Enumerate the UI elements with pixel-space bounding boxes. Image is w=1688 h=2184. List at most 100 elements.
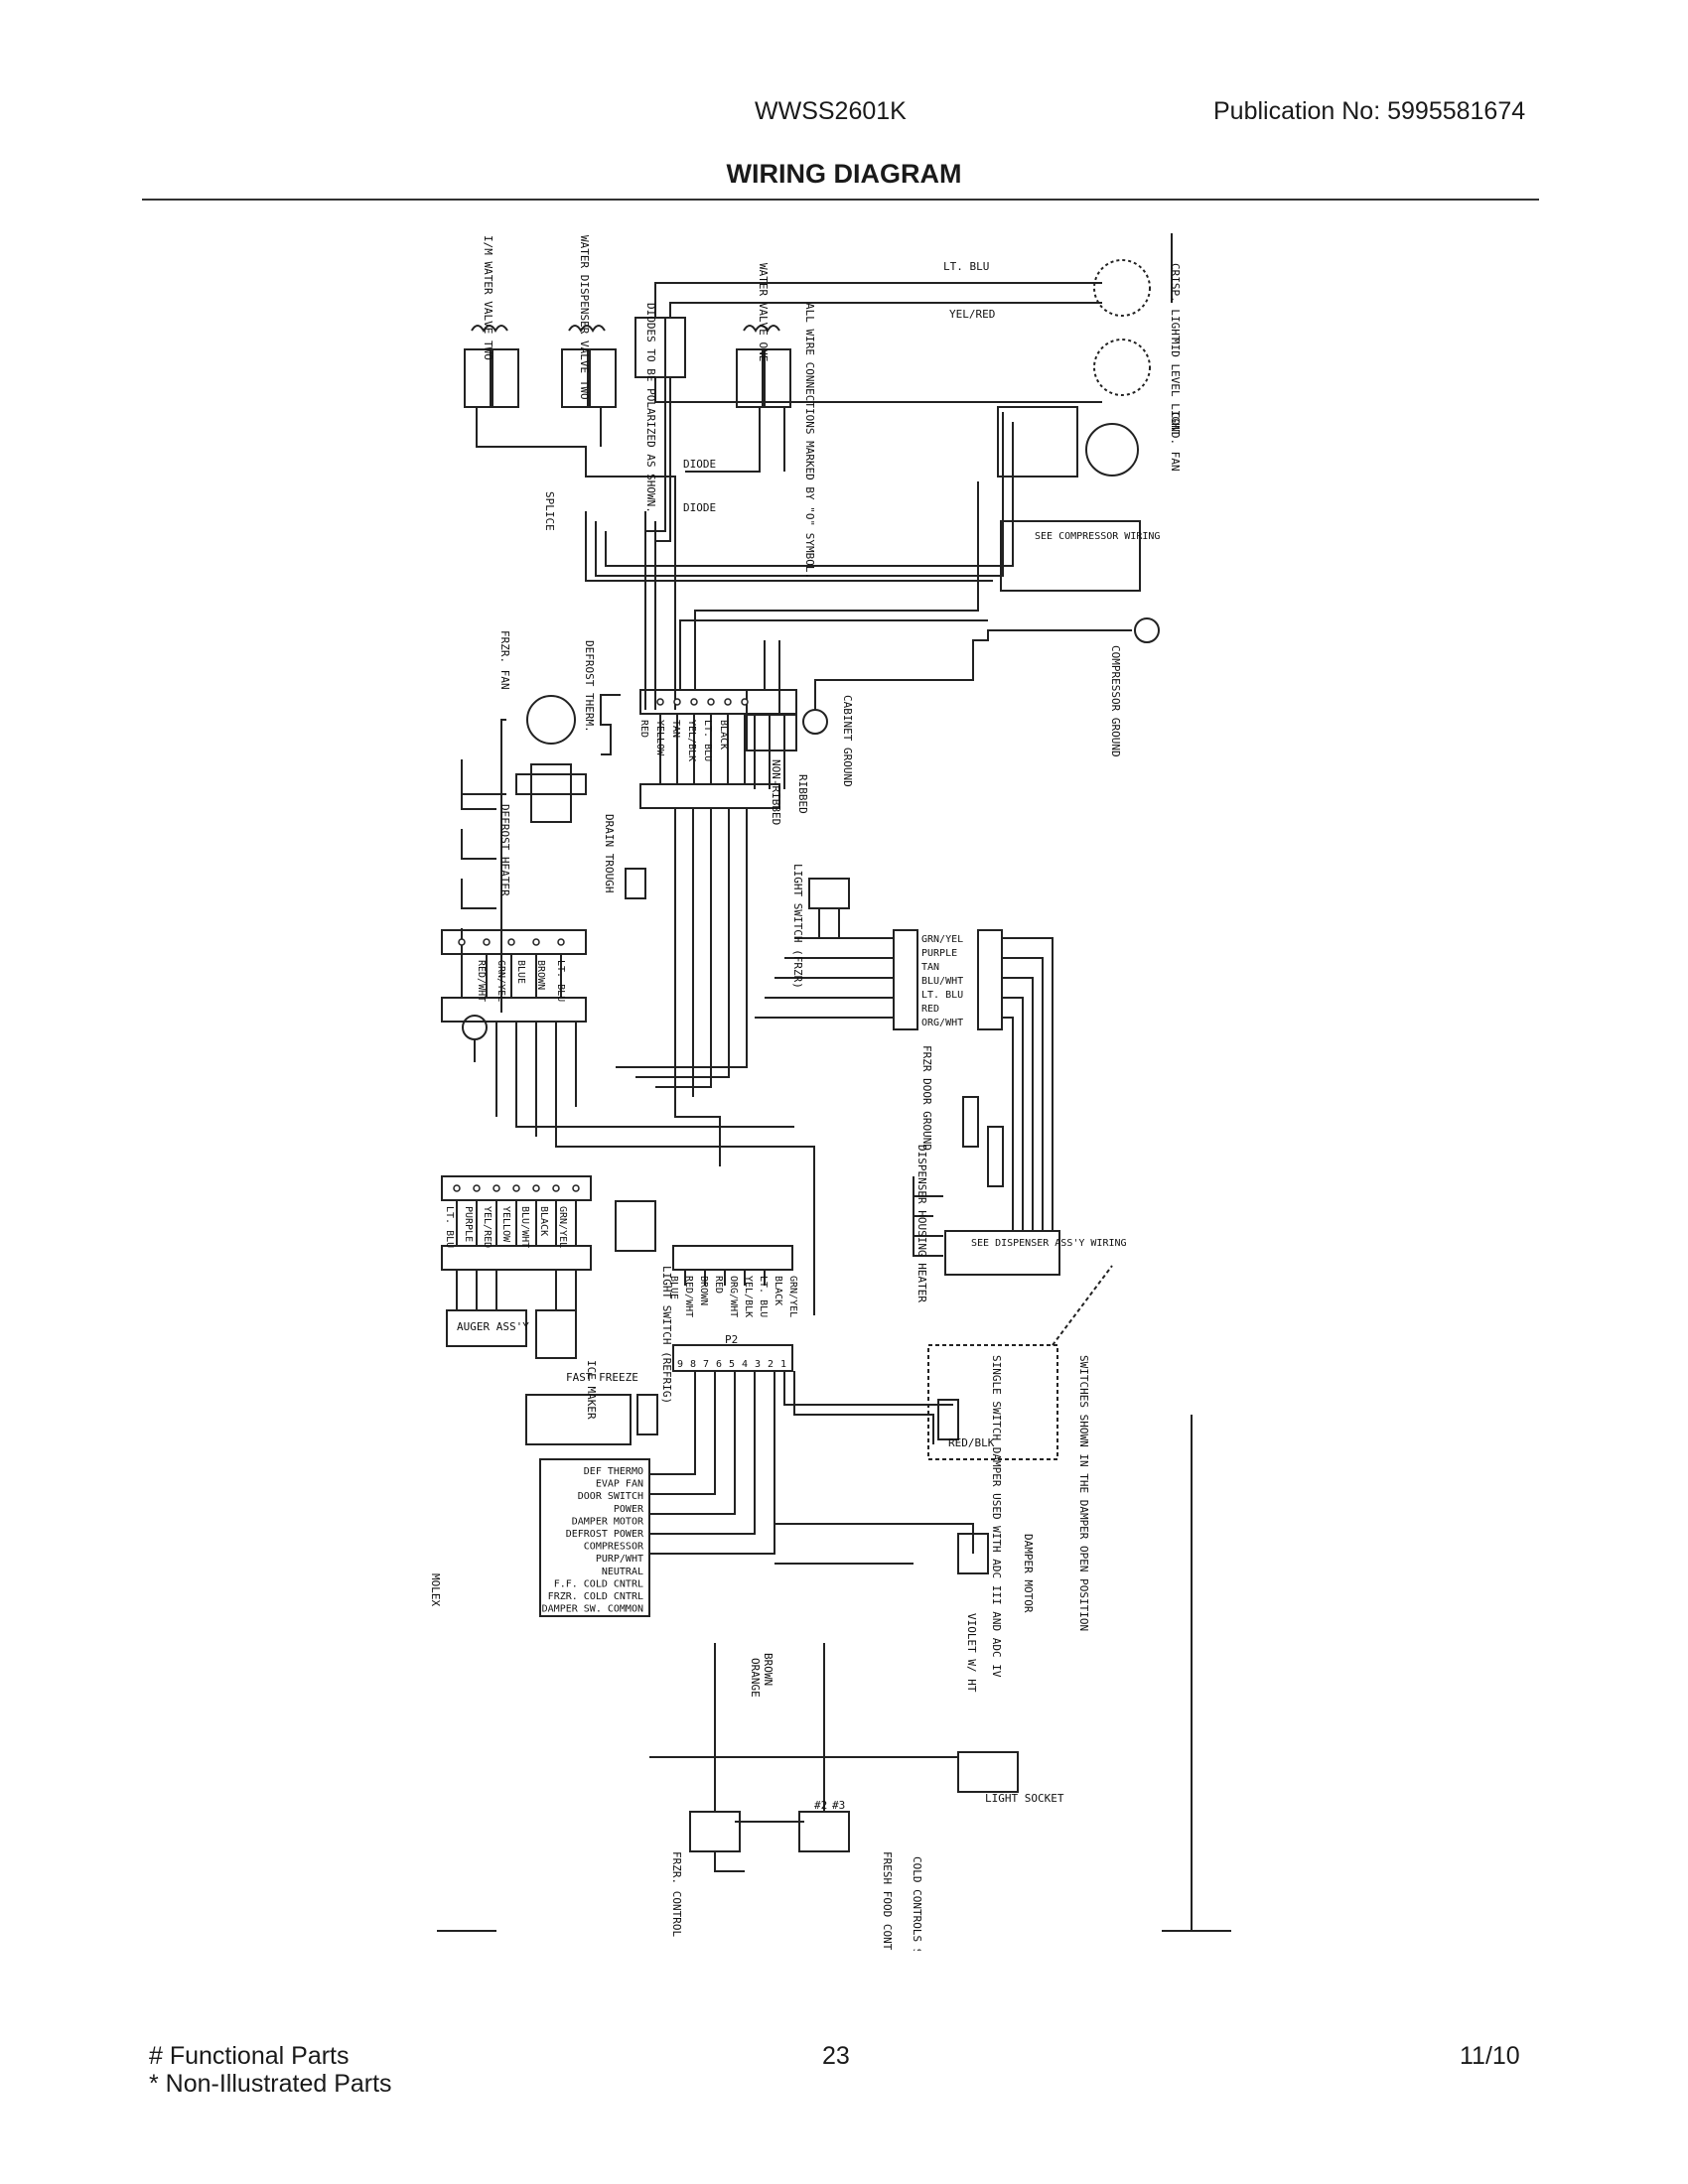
mid-level-light-label: MID LEVEL LIGHT [1169,338,1182,437]
auger-label: AUGER ASS'Y [457,1320,529,1333]
defrost-heater-label: DEFROST HEATER [498,804,511,896]
crisp-light-label: CRISP. LIGHT [1169,263,1182,342]
wire-color-label: BLU/WHT [519,1206,530,1248]
light-switch-refrig-label: LIGHT SWITCH (REFRIG) [660,1266,673,1404]
wire-color-label: TAN [921,962,939,973]
control-pin-label: DAMPER SW. COMMON [542,1604,643,1615]
frzr-fan-label: FRZR. FAN [498,630,511,690]
p2-pin-number: 9 [677,1359,683,1370]
control-pin-label: COMPRESSOR [584,1542,644,1553]
cond-fan-label: COND. FAN [1169,412,1182,472]
publication-number: 5995581674 [1387,97,1526,125]
control-pin-label: NEUTRAL [602,1567,643,1577]
term-3-label: #3 [832,1799,845,1812]
control-pin-label: DEF THERMO [584,1466,643,1477]
wire-color-label: BROWN [535,960,546,990]
wire-color-label: BLU/WHT [921,976,963,987]
wire-color-label: LT. BLU [758,1276,769,1317]
wire-color-label: TAN [670,720,681,738]
wire-color-label: RED [713,1276,724,1294]
wire-color-label: YEL/RED [482,1206,492,1248]
control-pin-label: DOOR SWITCH [578,1491,643,1502]
wire-color-label: LT. BLU [555,960,566,1002]
cold-controls-note: COLD CONTROLS SHOWN IN THE ON POSITION. [911,1856,923,1951]
molex-label: MOLEX [429,1573,442,1606]
functional-parts-legend: # Functional Parts [149,2042,350,2070]
dispenser-housing-heater-label: DISPENSER HOUSING HEATER [915,1145,928,1302]
ribbed-label: RIBBED [796,774,809,814]
splice-label: SPLICE [543,491,556,531]
cabinet-ground-label: CABINET GROUND [841,695,854,787]
diode-bottom-label: DIODE [683,501,716,514]
control-pin-label: DEFROST POWER [566,1529,644,1540]
page-title: WIRING DIAGRAM [726,159,962,189]
ice-maker-label: ICE MAKER [585,1360,598,1420]
wire-color-label: PURPLE [463,1206,474,1242]
violet-wht-label: VIOLET W/ HT [965,1613,978,1693]
water-dispenser-valve-two-label: WATER DISPENSER VALVE TWO [578,235,591,400]
p2-label: P2 [725,1333,738,1346]
red-blk-label: RED/BLK [948,1436,995,1449]
switches-note: SWITCHES SHOWN IN THE DAMPER OPEN POSITI… [1077,1355,1090,1631]
control-pin-label: FRZR. COLD CNTRL [548,1591,643,1602]
page-number: 23 [822,2042,850,2070]
light-switch-frzr-label: LIGHT SWITCH (FRZR) [791,864,804,989]
wire-color-label: ORG/WHT [921,1018,963,1028]
wire-color-label: YELLOW [654,720,665,756]
wire-color-label: BLUE [515,960,526,984]
wiring-diagram: I/M WATER VALVE TWO WATER DISPENSER VALV… [429,233,1231,1951]
wire-color-label: RED/WHT [683,1276,694,1317]
wire-color-label: BLACK [718,720,729,750]
wire-color-label: RED/WHT [476,960,487,1002]
brown-label: BROWN [762,1653,774,1686]
p2-pin-number: 8 [690,1359,696,1370]
wire-color-label: YELLOW [500,1206,511,1243]
p2-pin-number: 6 [716,1359,722,1370]
diodes-note: DIODES TO BE POLARIZED AS SHOWN. [644,303,657,513]
p2-pin-number: 3 [755,1359,761,1370]
wire-color-label: YEL/BLK [686,720,697,761]
wire-connections-note: ALL WIRE CONNECTIONS MARKED BY "O" SYMBO… [803,303,816,579]
yel-red-top-label: YEL/RED [949,308,995,321]
wire-color-label: GRN/YEL [921,934,963,945]
wire-color-label: GRN/YEL [557,1206,568,1248]
p2-pin-number: 1 [780,1359,786,1370]
frzr-door-ground-label: FRZR DOOR GROUND [920,1045,933,1151]
wire-color-label: BLACK [538,1206,549,1236]
wire-color-label: BLACK [773,1276,783,1305]
wire-color-label: LT. BLU [702,720,713,761]
publication-info: Publication No: 5995581674 [1213,97,1525,126]
wire-color-label: LT. BLU [444,1206,455,1248]
see-dispenser-label: SEE DISPENSER ASS'Y WIRING [971,1238,1127,1249]
defrost-therm-label: DEFROST THERM. [583,640,596,733]
diode-top-label: DIODE [683,458,716,471]
frzr-control-label: FRZR. CONTROL [670,1851,683,1937]
p2-pin-number: 5 [729,1359,735,1370]
wire-color-label: RED [638,720,649,738]
control-pin-label: DAMPER MOTOR [572,1516,644,1527]
p2-pin-number: 2 [768,1359,774,1370]
control-pin-label: POWER [614,1504,644,1515]
fresh-food-control-label: FRESH FOOD CONTROL [881,1851,894,1951]
header-divider [142,199,1539,201]
drain-trough-label: DRAIN TROUGH [603,814,616,892]
p2-pin-number: 7 [703,1359,709,1370]
wire-color-label: GRN/YEL [787,1276,798,1317]
single-switch-damper-note: SINGLE SWITCH DAMPER USED WITH ADC III A… [990,1355,1003,1678]
water-valve-one-label: WATER VALVE ONE [757,263,770,361]
publication-date: 11/10 [1460,2042,1520,2070]
publication-label: Publication No: [1213,97,1381,125]
wire-color-label: GRN/YEL [495,960,506,1002]
non-illustrated-parts-legend: * Non-Illustrated Parts [149,2070,392,2098]
lt-blu-top-label: LT. BLU [943,260,989,273]
wire-color-label: YEL/BLK [743,1276,754,1317]
damper-motor-label: DAMPER MOTOR [1022,1534,1035,1613]
wire-color-label: ORG/WHT [728,1276,739,1317]
control-pin-label: EVAP FAN [596,1479,643,1490]
wire-color-label: LT. BLU [921,990,963,1001]
control-pin-label: F.F. COLD CNTRL [554,1578,643,1589]
wire-color-label: RED [921,1004,939,1015]
control-pin-label: PURP/WHT [596,1554,643,1565]
see-compressor-label: SEE COMPRESSOR WIRING [1035,531,1160,542]
p2-pin-number: 4 [742,1359,748,1370]
